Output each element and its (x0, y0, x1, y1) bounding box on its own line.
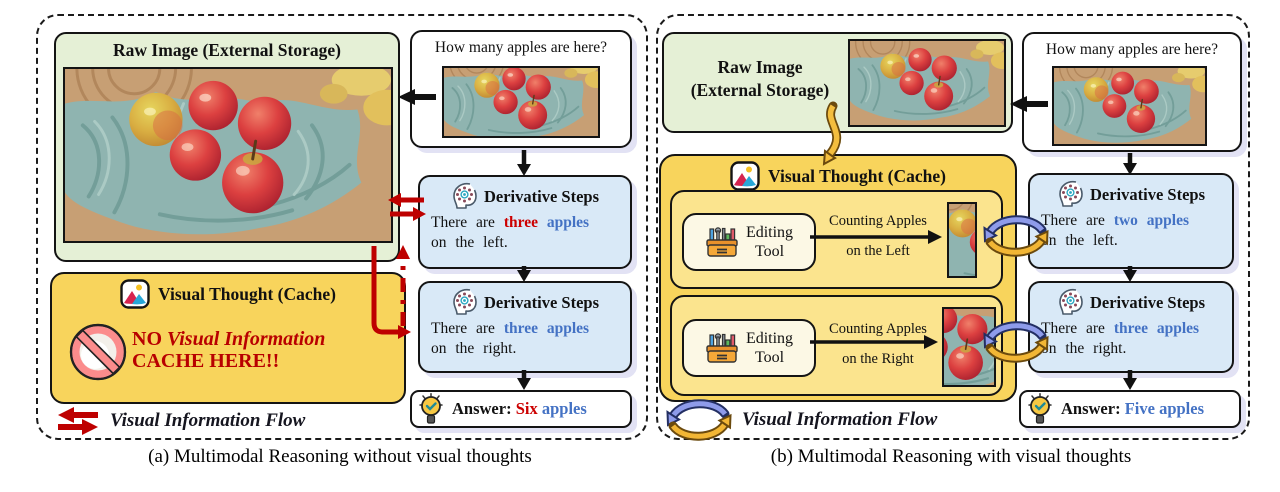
question-box-a: How many apples are here? (410, 30, 632, 148)
answer-box-b: Answer: Five apples (1019, 390, 1241, 428)
answer-box-a: Answer: Six apples (410, 390, 632, 428)
lightbulb-icon (1028, 393, 1052, 424)
no-cache-text: NO Visual Information CACHE HERE!! (132, 328, 326, 372)
editing-tool-box-1: Editing Tool (682, 213, 816, 271)
editing-row-2: Editing Tool Counting Apples on the Righ… (670, 295, 1003, 396)
raw-image-box-a: Raw Image (External Storage) (54, 32, 400, 262)
brain-icon (1059, 288, 1083, 315)
visual-thought-title-b: Visual Thought (Cache) (768, 165, 946, 186)
raw-image-title-b: Raw Image (External Storage) (690, 57, 830, 100)
question-photo-a (442, 66, 600, 138)
brain-icon (1059, 180, 1083, 207)
answer-text-a: Answer: Six apples (452, 399, 587, 418)
derivative-step-b1: Derivative Steps There are two apples on… (1028, 173, 1234, 269)
toolbox-icon (706, 227, 738, 257)
caption-a: (a) Multimodal Reasoning without visual … (148, 446, 532, 467)
visual-thought-header-b: Visual Thought (Cache) (661, 156, 1015, 191)
question-photo-b (1052, 66, 1207, 146)
step-title-b1: Derivative Steps (1089, 184, 1206, 204)
step-text-a1: There are three apples on the left. (431, 214, 590, 252)
no-entry-icon (69, 323, 127, 381)
raw-image-title-a: Raw Image (External Storage) (113, 40, 341, 60)
legend-a: Visual Information Flow (54, 404, 305, 438)
legend-b: Visual Information Flow (666, 402, 937, 438)
brain-icon (453, 182, 477, 209)
editing-tool-label-2: Editing Tool (745, 329, 794, 366)
step-title-a2: Derivative Steps (483, 292, 600, 312)
picture-icon (120, 279, 150, 309)
panel-b (656, 14, 1250, 440)
lightbulb-icon (419, 393, 443, 424)
picture-icon (730, 161, 760, 191)
step-title-b2: Derivative Steps (1089, 292, 1206, 312)
editing-tool-box-2: Editing Tool (682, 319, 816, 377)
derivative-step-a2: Derivative Steps There are three apples … (418, 281, 632, 373)
raw-image-photo-b (848, 39, 1006, 127)
raw-image-box-b: Raw Image (External Storage) (662, 32, 1013, 133)
action-label-1: Counting Apples on the Left (829, 213, 927, 259)
answer-text-b: Answer: Five apples (1061, 399, 1205, 418)
brain-icon (453, 288, 477, 315)
question-box-b: How many apples are here? (1022, 32, 1242, 152)
visual-thought-box-b: Visual Thought (Cache) Ed (659, 154, 1017, 402)
raw-image-photo-a (63, 67, 393, 243)
action-label-2: Counting Apples on the Right (829, 321, 927, 367)
question-text-b: How many apples are here? (1045, 41, 1219, 58)
visual-thought-title-a: Visual Thought (Cache) (158, 283, 336, 304)
red-flow-arrows-icon (58, 407, 98, 435)
derivative-step-a1: Derivative Steps There are three apples … (418, 175, 632, 269)
derivative-step-b2: Derivative Steps There are three apples … (1028, 281, 1234, 373)
visual-thought-box-a: Visual Thought (Cache) NO Visual Informa… (50, 272, 406, 404)
panel-a (36, 14, 648, 440)
step-text-a2: There are three apples on the right. (431, 320, 590, 358)
crop-left-photo (947, 202, 977, 278)
editing-tool-label-1: Editing Tool (745, 223, 794, 260)
visual-thought-header-a: Visual Thought (Cache) (52, 274, 404, 309)
toolbox-icon (706, 333, 738, 363)
legend-text-a: Visual Information Flow (110, 410, 306, 431)
cycle-flow-arrows-icon (666, 397, 732, 443)
question-text-a: How many apples are here? (434, 39, 608, 56)
crop-right-photo (942, 307, 996, 387)
caption-b: (b) Multimodal Reasoning with visual tho… (770, 446, 1132, 467)
step-text-b2: There are three apples on the right. (1041, 320, 1200, 358)
step-text-b1: There are two apples on the left. (1041, 212, 1190, 250)
step-title-a1: Derivative Steps (483, 186, 600, 206)
legend-text-b: Visual Information Flow (742, 409, 938, 430)
editing-row-1: Editing Tool Counting Apples on the Left (670, 190, 1003, 289)
